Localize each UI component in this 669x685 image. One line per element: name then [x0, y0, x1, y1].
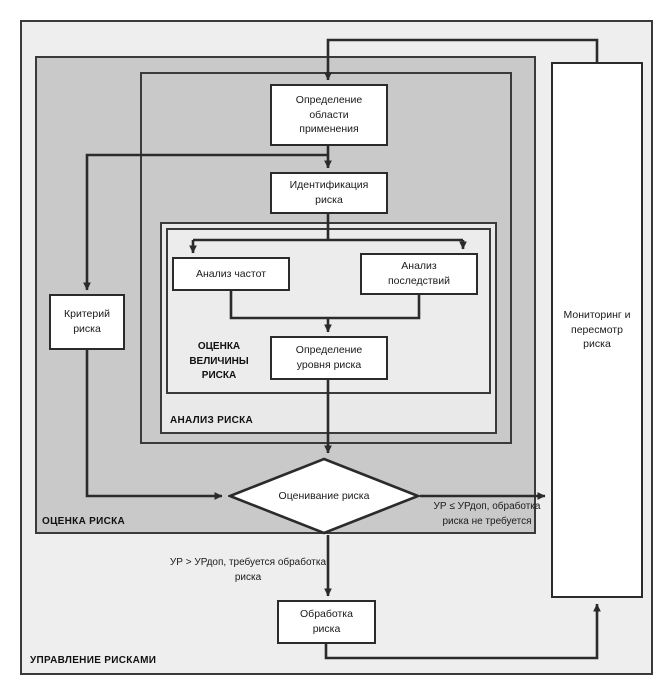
- edge-label-treat-line1: УР > УРдоп,: [169, 557, 227, 568]
- node-monitoring-line2: пересмотр: [571, 323, 623, 336]
- edge-label-accept-line3: не требуется: [471, 515, 532, 527]
- node-frequency-line1: Анализ частот: [195, 267, 267, 280]
- caption-risk-analysis: АНАЛИЗ РИСКА: [170, 415, 254, 426]
- node-risk-identification[interactable]: Идентификация риска: [270, 172, 388, 214]
- edge-label-treat-line3: риска: [234, 571, 262, 583]
- caption-magnitude-line2: ВЕЛИЧИНЫ: [189, 355, 249, 367]
- caption-risk-magnitude: ОЦЕНКА ВЕЛИЧИНЫ РИСКА: [176, 340, 262, 384]
- edge-label-accept-line2: обработка риска: [442, 501, 541, 527]
- edge-label-treat-line2: требуется обработка: [228, 557, 327, 568]
- node-scope-definition[interactable]: Определение области применения: [270, 84, 388, 146]
- edge-label-risk-acceptable: УР ≤ УРдоп, обработка риска не требуется: [428, 500, 546, 529]
- node-monitoring-line3: риска: [583, 338, 611, 351]
- node-monitoring-line1: Мониторинг и: [563, 308, 631, 321]
- node-scope-line1: Определение: [295, 93, 363, 106]
- node-risk-level-line1: Определение: [295, 344, 363, 357]
- node-treatment-line1: Обработка: [300, 608, 353, 621]
- decision-risk-evaluation[interactable]: Оценивание риска: [228, 457, 420, 535]
- caption-magnitude-line1: ОЦЕНКА: [197, 341, 241, 352]
- edge-criterion-to-evaluation: [85, 350, 223, 500]
- node-frequency-analysis[interactable]: Анализ частот: [172, 257, 290, 291]
- node-scope-line3: применения: [299, 123, 359, 136]
- node-consequence-analysis[interactable]: Анализ последствий: [360, 253, 478, 295]
- node-scope-line2: области: [309, 108, 349, 121]
- node-criterion-line1: Критерий: [64, 308, 110, 321]
- node-risk-level-line2: уровня риска: [296, 359, 362, 371]
- edge-label-risk-requires-treatment: УР > УРдоп, требуется обработка риска: [168, 556, 328, 585]
- node-consequence-line1: Анализ: [401, 260, 437, 273]
- edge-label-accept-line1: УР ≤ УРдоп,: [433, 501, 490, 512]
- node-identification-line2: риска: [315, 194, 343, 206]
- node-treatment-line2: риска: [312, 623, 341, 635]
- caption-risk-management: УПРАВЛЕНИЕ РИСКАМИ: [30, 655, 157, 666]
- node-risk-criterion[interactable]: Критерий риска: [49, 294, 125, 350]
- node-criterion-line2: риска: [73, 323, 101, 335]
- node-identification-line1: Идентификация: [289, 179, 369, 192]
- edge-monitoring-to-scope: [324, 38, 599, 81]
- edge-scope-to-criterion: [83, 153, 328, 291]
- node-risk-level-determination[interactable]: Определение уровня риска: [270, 336, 388, 380]
- node-risk-treatment[interactable]: Обработка риска: [277, 600, 376, 644]
- edge-treatment-to-monitoring: [324, 603, 601, 660]
- caption-magnitude-line3: РИСКА: [201, 370, 237, 381]
- node-monitoring-and-review[interactable]: Мониторинг и пересмотр риска: [551, 62, 643, 598]
- caption-risk-assessment: ОЦЕНКА РИСКА: [42, 516, 126, 527]
- node-consequence-line2: последствий: [387, 275, 450, 287]
